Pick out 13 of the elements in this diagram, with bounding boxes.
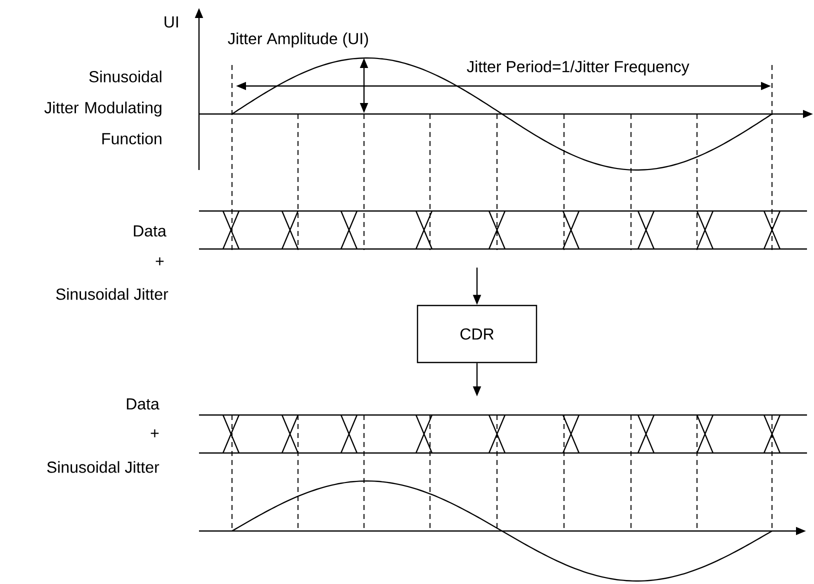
signal-label: Jitter Amplitude (UI) [228,32,368,48]
signal-label: Jitter Period=1/Jitter Frequency [466,60,690,76]
axis-label: Sinusoidal Jitter Modulating Function [44,70,162,144]
process-box: CDR [416,304,538,364]
signal-label: + [150,429,159,438]
data-eye-drawing [198,414,808,454]
signal-label: Sinusoidal Jitter [56,288,168,300]
signal-label: UI [164,16,178,28]
signal-label: Data [126,398,160,410]
signal-label: Sinusoidal Jitter [47,461,160,473]
signal-label: Data [134,225,166,237]
signal-label: + [156,257,164,266]
data-eye-drawing [198,210,808,250]
